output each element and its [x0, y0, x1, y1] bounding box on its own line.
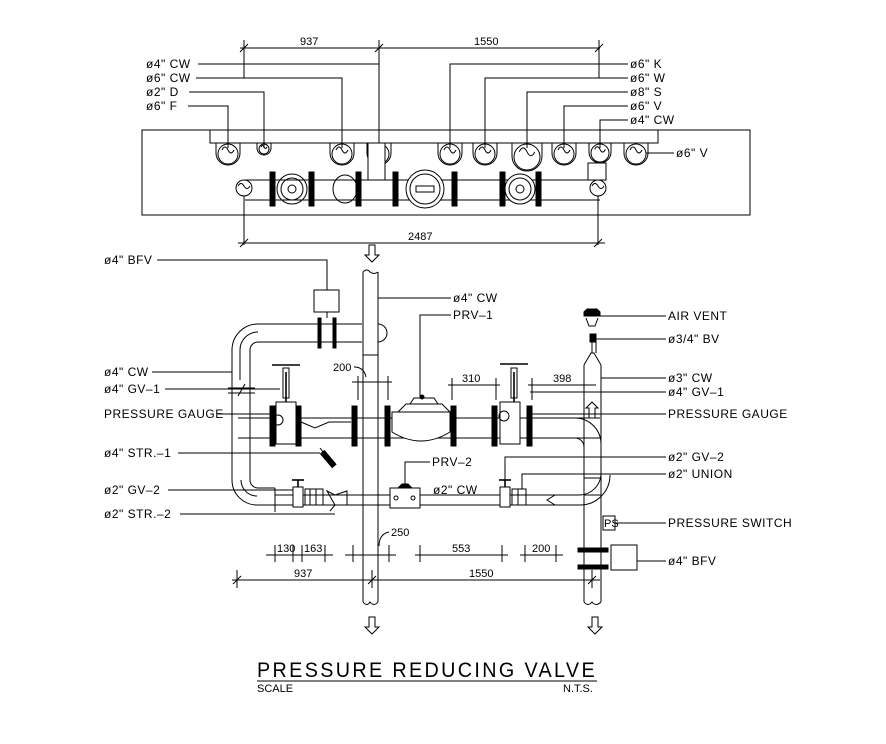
flow-arrow-inlet	[363, 244, 381, 263]
elevation-right-labels: AIR VENT ø3/4" BV ø3" CW ø4" GV–1 PRESSU…	[504, 309, 792, 568]
label-3-4in-bv: ø3/4" BV	[668, 332, 720, 346]
plan-manifold	[235, 142, 607, 245]
flow-arrow-outlet-right	[586, 616, 604, 635]
riser-symbol	[551, 143, 577, 166]
plan-top-dimension: 937 1550	[239, 36, 604, 148]
elevation-center-labels: ø4" CW PRV–1 PRV–2 ø2" CW	[378, 291, 498, 497]
label-pressure-switch: PRESSURE SWITCH	[668, 516, 792, 530]
dim-553: 553	[452, 543, 470, 555]
label-4in-cw-right: ø4" CW	[630, 113, 675, 127]
label-6in-cw: ø6" CW	[146, 71, 191, 85]
dim-937-bottom: 937	[294, 568, 312, 580]
riser-main	[362, 269, 379, 605]
label-prv1: PRV–1	[453, 308, 493, 322]
air-vent	[583, 308, 601, 353]
label-6in-v-side: ø6" V	[676, 146, 708, 160]
label-2in-gv2-right: ø2" GV–2	[668, 450, 724, 464]
bypass-upper	[231, 289, 388, 380]
label-prv2: PRV–2	[432, 455, 472, 469]
label-2in-union: ø2" UNION	[668, 467, 733, 481]
plan-riser-right	[589, 179, 607, 197]
prv-1	[384, 394, 457, 447]
gate-valve-gv1-right	[491, 363, 533, 447]
scale-label: SCALE	[257, 683, 293, 695]
dim-163: 163	[304, 543, 322, 555]
plan-left-labels: ø4" CW ø6" CW ø2" D ø6" F	[146, 57, 379, 148]
riser-symbol	[623, 143, 649, 166]
dim-1550-bottom: 1550	[469, 568, 493, 580]
drawing-title: PRESSURE REDUCING VALVE	[257, 659, 597, 682]
flow-arrow-up	[584, 401, 600, 419]
bfv-actuator-box	[313, 289, 340, 313]
label-4in-bfv: ø4" BFV	[104, 253, 152, 267]
riser-symbol	[437, 143, 463, 166]
label-8in-s: ø8" S	[630, 85, 662, 99]
dim-310: 310	[462, 373, 480, 385]
bfv-right	[577, 544, 638, 571]
label-6in-v: ø6" V	[630, 99, 662, 113]
label-4in-str1: ø4" STR.–1	[104, 446, 171, 460]
plan-header-bar	[209, 130, 659, 144]
dim-200-top: 200	[333, 362, 351, 374]
label-2in-d: ø2" D	[146, 85, 179, 99]
label-air-vent: AIR VENT	[668, 309, 728, 323]
title-block: PRESSURE REDUCING VALVE SCALE N.T.S.	[257, 659, 597, 695]
strainer-str1	[300, 405, 358, 469]
label-2in-str2: ø2" STR.–2	[104, 507, 171, 521]
bypass-left	[228, 380, 275, 506]
label-6in-w: ø6" W	[630, 71, 666, 85]
dim-250: 250	[391, 527, 409, 539]
dim-130: 130	[277, 543, 295, 555]
bypass-lower	[274, 474, 611, 512]
label-3in-cw: ø3" CW	[668, 371, 713, 385]
label-4in-gv1-left: ø4" GV–1	[104, 382, 160, 396]
ps-tag: PS	[604, 518, 619, 530]
label-6in-f: ø6" F	[146, 99, 177, 113]
label-pressure-gauge-left: PRESSURE GAUGE	[104, 407, 224, 421]
riser-symbol	[511, 143, 543, 172]
label-4in-gv1-right: ø4" GV–1	[668, 385, 724, 399]
gate-valve-gv1-left	[269, 364, 302, 447]
dim-937-top: 937	[300, 36, 318, 48]
dim-2487: 2487	[408, 231, 432, 243]
elevation-view: PS ø4" BFV ø4" CW ø4" GV–1 PRESSURE GAUG…	[104, 244, 792, 635]
plan-bottom-dimension: 2487	[238, 231, 605, 248]
plan-enclosure	[141, 129, 751, 216]
dim-200-bottom: 200	[532, 543, 550, 555]
label-4in-cw-left: ø4" CW	[104, 365, 149, 379]
plan-riser-left	[235, 179, 253, 197]
riser-symbol	[215, 143, 241, 166]
pressure-gauge-right	[498, 410, 510, 422]
label-2in-cw-center: ø2" CW	[433, 483, 478, 497]
flow-arrow-outlet-left	[363, 616, 381, 635]
label-pressure-gauge-right: PRESSURE GAUGE	[668, 407, 788, 421]
dim-1550-top: 1550	[474, 36, 498, 48]
label-2in-gv2-left: ø2" GV–2	[104, 483, 160, 497]
plan-right-labels: ø6" K ø6" W ø8" S ø6" V ø4" CW ø6" V	[449, 57, 708, 160]
riser-symbol	[472, 143, 498, 166]
label-4in-cw-center: ø4" CW	[453, 291, 498, 305]
label-6in-k: ø6" K	[630, 57, 662, 71]
scale-value: N.T.S.	[563, 683, 593, 695]
riser-symbol	[329, 143, 355, 166]
riser-symbol	[256, 143, 272, 156]
pressure-gauge-left	[272, 414, 284, 426]
plan-view: 937 1550 ø4" CW ø6" CW ø2" D ø6" F ø6" K…	[141, 36, 751, 248]
bfv-actuator-box-right	[610, 544, 638, 571]
elevation-left-labels: ø4" BFV ø4" CW ø4" GV–1 PRESSURE GAUGE ø…	[104, 253, 335, 521]
label-4in-cw: ø4" CW	[146, 57, 191, 71]
dim-398: 398	[553, 373, 571, 385]
elevation-dimensions: 200 310 398 130 163 250	[232, 362, 600, 588]
plan-riser-symbols	[215, 143, 649, 172]
label-4in-bfv-right: ø4" BFV	[668, 554, 716, 568]
